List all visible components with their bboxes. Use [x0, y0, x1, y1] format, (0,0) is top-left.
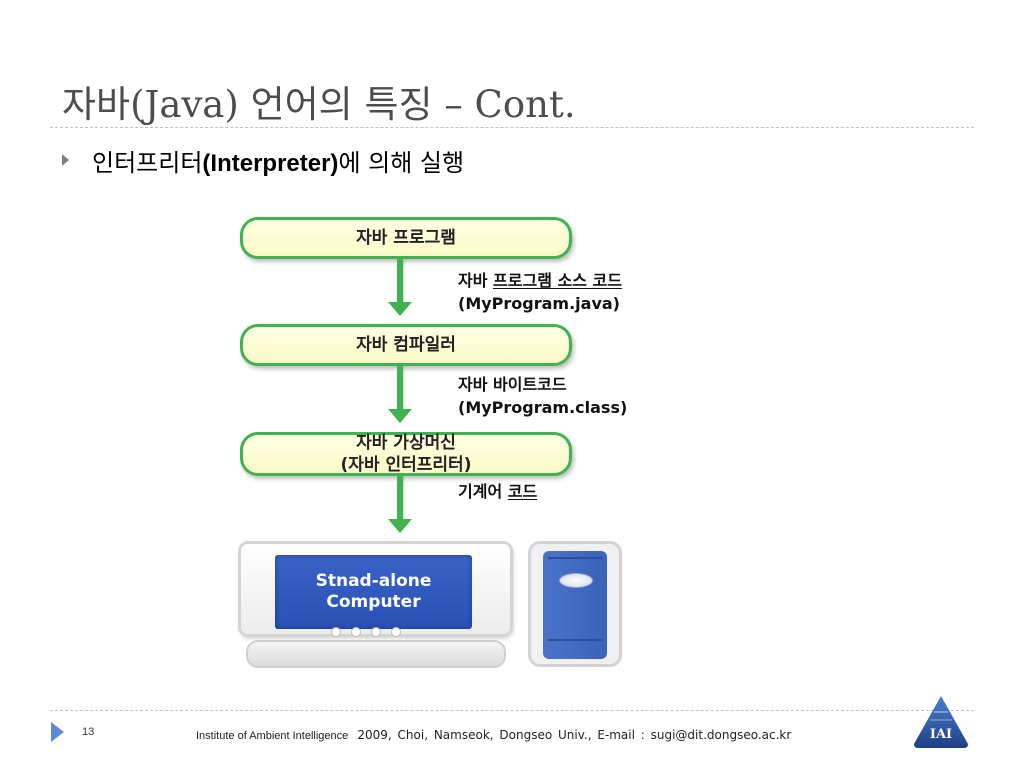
footer-divider [50, 710, 974, 711]
footer-arrow-icon [51, 722, 64, 742]
source-file-label: (MyProgram.java) [458, 294, 620, 313]
monitor-button-icon [371, 627, 381, 637]
machine-code-label: 기계어 코드 [458, 480, 537, 503]
footer-credits: Institute of Ambient Intelligence 2009, … [196, 724, 791, 743]
bullet-prefix: 인터프리터 [92, 149, 203, 177]
java-program-box: 자바 프로그램 [240, 217, 572, 259]
slide-title: 자바(Java) 언어의 특징 – Cont. [62, 83, 576, 126]
jvm-box: 자바 가상머신 (자바 인터프리터) [240, 432, 572, 476]
tower-drive-icon [559, 573, 593, 588]
monitor-base [246, 640, 506, 668]
class-file-label: (MyProgram.class) [458, 398, 628, 417]
bullet-emphasis: (Interpreter) [202, 150, 339, 177]
java-compiler-box: 자바 컴파일러 [240, 324, 572, 366]
bullet-suffix: 에 의해 실행 [338, 149, 465, 177]
flow-arrow-shaft-3 [397, 476, 403, 520]
machine-code-label-b: 코드 [507, 482, 538, 501]
source-code-label-a: 자바 [458, 271, 488, 290]
screen-text-line2: Computer [326, 592, 421, 612]
bullet-arrow-icon [62, 154, 69, 166]
monitor-button-icon [351, 627, 361, 637]
jvm-label-line2: (자바 인터프리터) [340, 455, 472, 475]
tower-panel [543, 551, 607, 659]
tower-stripe [548, 557, 602, 559]
java-compiler-label: 자바 컴파일러 [356, 335, 456, 355]
bytecode-label-line1: 자바 바이트코드 [458, 375, 567, 394]
flow-arrow-shaft-2 [397, 366, 403, 410]
logo-text: IAI [930, 727, 952, 742]
title-divider [50, 127, 974, 128]
flow-arrow-down-icon [388, 302, 412, 316]
flow-arrow-shaft-1 [397, 259, 403, 303]
tower-stripe [548, 639, 602, 641]
page-number: 13 [82, 726, 95, 738]
iai-logo-icon: IAI [914, 696, 968, 748]
source-code-label: 자바 프로그램 소스 코드 (MyProgram.java) [458, 269, 622, 315]
flow-arrow-down-icon [388, 409, 412, 423]
source-code-label-b: 프로그램 소스 코드 [493, 271, 622, 290]
screen-text-line1: Stnad-alone [315, 571, 432, 591]
monitor-buttons [331, 627, 421, 639]
flow-arrow-down-icon [388, 519, 412, 533]
bytecode-label: 자바 바이트코드 (MyProgram.class) [458, 373, 627, 419]
jvm-label-line1: 자바 가상머신 [356, 433, 456, 453]
machine-code-label-a: 기계어 [458, 482, 503, 501]
monitor-screen: Stnad-alone Computer [275, 555, 472, 629]
monitor-button-icon [331, 627, 341, 637]
footer-info: 2009, Choi, Namseok, Dongseo Univ., E-ma… [357, 728, 792, 742]
monitor-icon: Stnad-alone Computer [238, 541, 513, 637]
computer-tower-icon [528, 541, 622, 667]
bullet-text: 인터프리터(Interpreter)에 의해 실행 [92, 143, 464, 178]
monitor-button-icon [391, 627, 401, 637]
java-program-label: 자바 프로그램 [356, 228, 456, 248]
footer-institute: Institute of Ambient Intelligence [196, 730, 349, 742]
